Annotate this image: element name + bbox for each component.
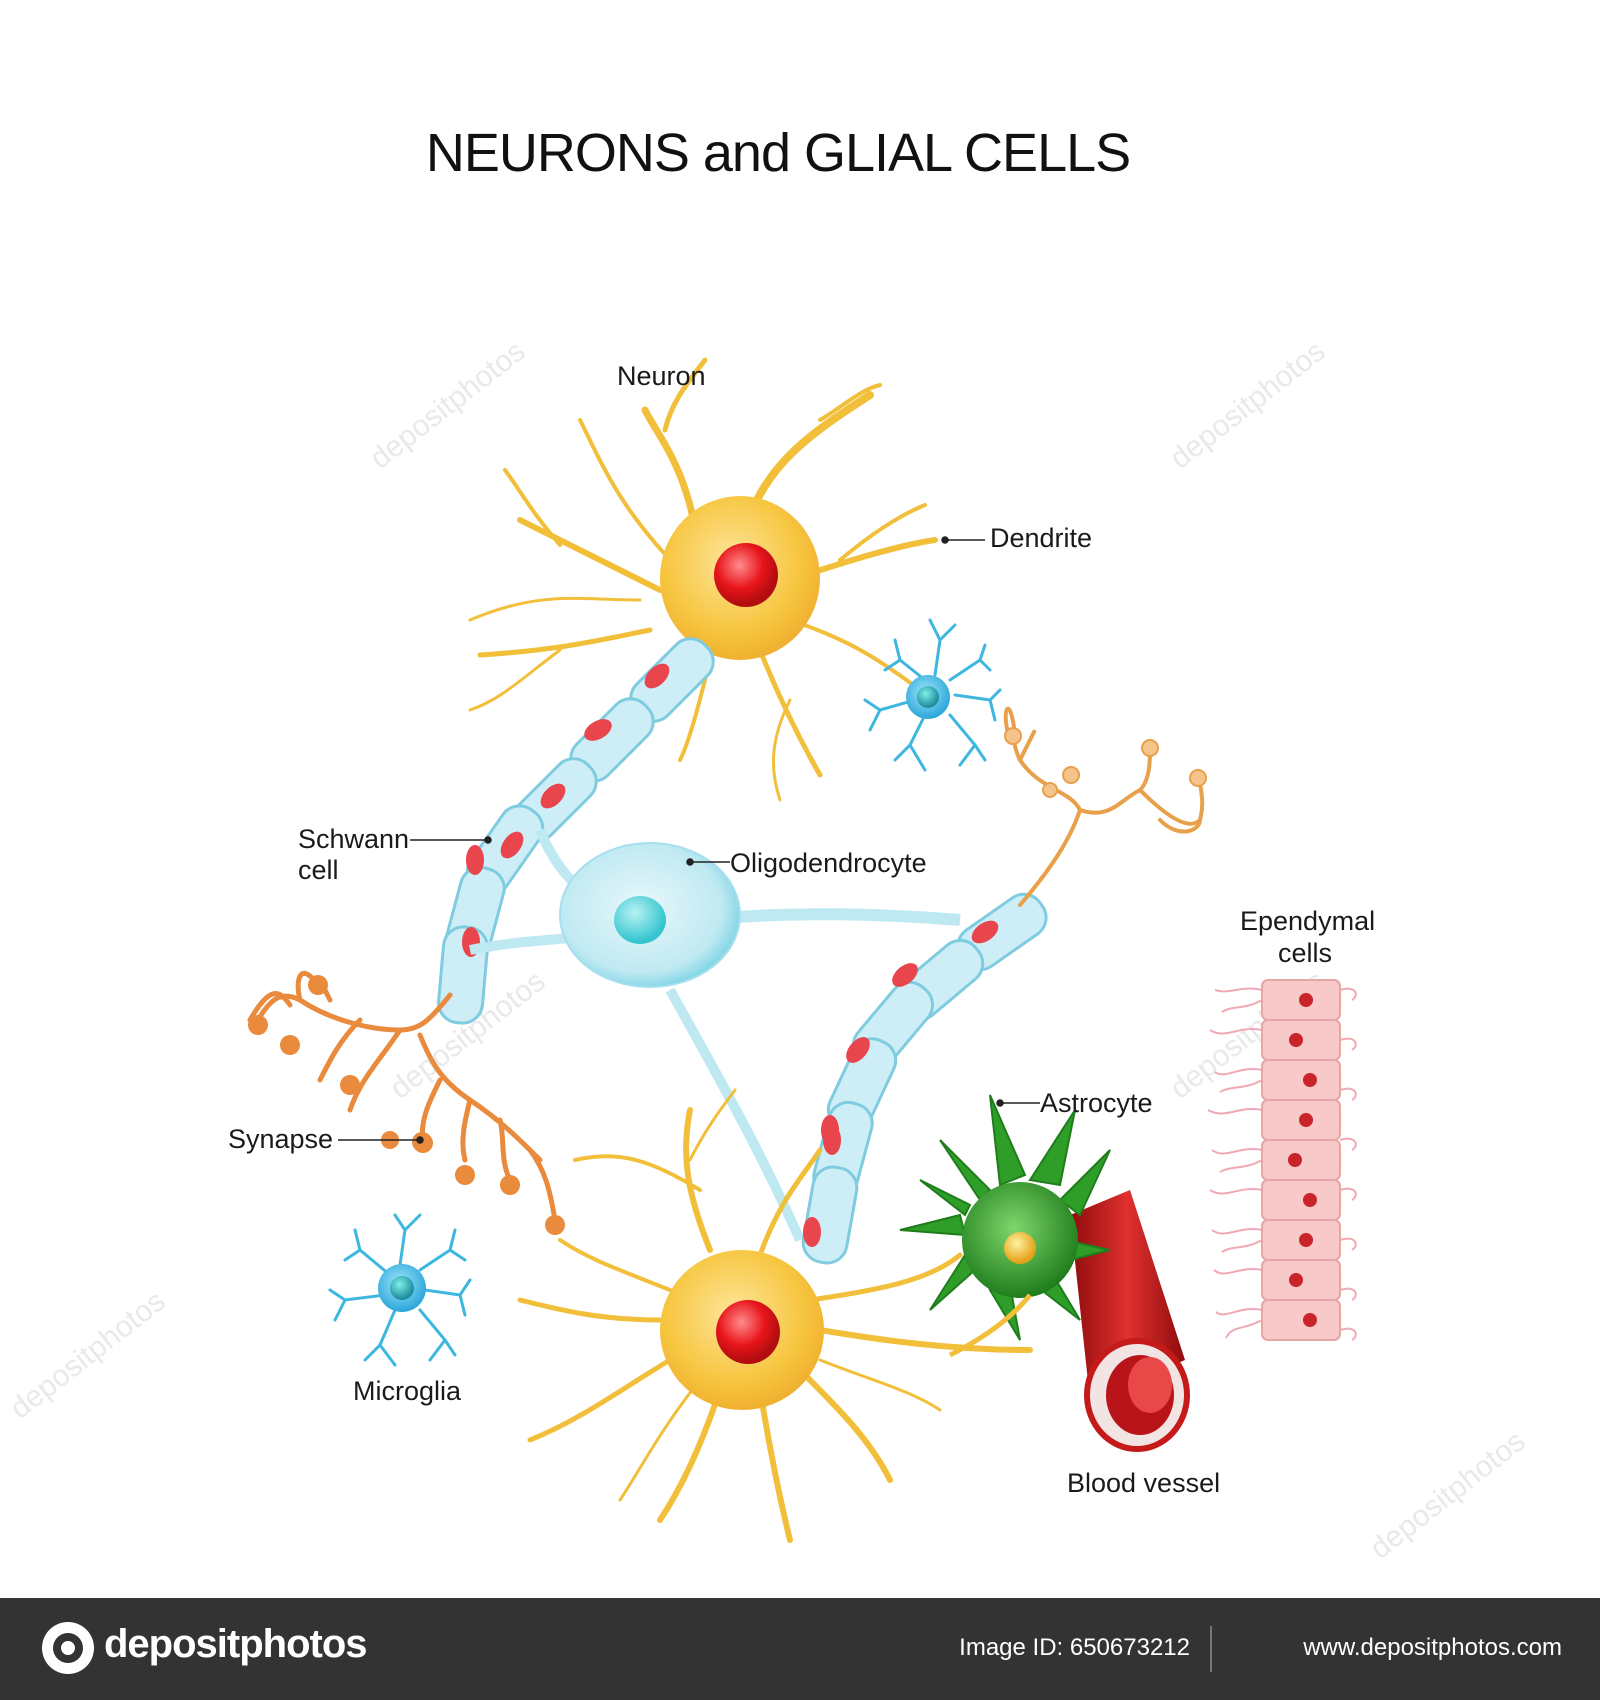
microglia-top: [863, 618, 1002, 772]
footer-site-link[interactable]: www.depositphotos.com: [1303, 1634, 1562, 1661]
axon-terminal-left: [247, 970, 558, 1223]
leader-lines: [338, 536, 1040, 1144]
label-oligodendrocyte: Oligodendrocyte: [730, 848, 927, 878]
terminal-knobs-right: [1004, 727, 1207, 798]
astrocyte-nucleus: [1004, 1232, 1036, 1264]
axon-terminal-right: [1003, 706, 1205, 907]
page-title: NEURONS and GLIAL CELLS: [425, 123, 1131, 183]
label-synapse: Synapse: [228, 1124, 334, 1154]
footer-brand: depositphotos: [104, 1622, 368, 1666]
label-microglia: Microglia: [353, 1376, 462, 1406]
label-ependymal-cells-line1: Ependymal: [1240, 906, 1376, 936]
neuron-bottom-nucleus: [716, 1300, 780, 1364]
neuron-top-nucleus: [714, 543, 778, 607]
astrocyte-endfoot: [948, 1293, 1032, 1358]
depositphotos-logo-icon: [42, 1622, 94, 1674]
diagram-illustration: depositphotos depositphotos depositphoto…: [4, 334, 1532, 1565]
label-dendrite: Dendrite: [990, 523, 1093, 553]
microglia-top-nucleus: [917, 686, 939, 708]
schwann-chain-right: [801, 892, 1048, 1265]
microglia-bottom: [328, 1213, 472, 1367]
schwann-chain-left: [437, 637, 715, 1025]
label-astrocyte: Astrocyte: [1040, 1088, 1153, 1118]
ependymal-cells: [1207, 979, 1357, 1341]
footer-divider: [1210, 1626, 1212, 1672]
svg-text:depositphotos: depositphotos: [1364, 1424, 1532, 1565]
label-schwann-cell-line2: cell: [298, 855, 339, 885]
microglia-bottom-nucleus: [390, 1276, 414, 1300]
label-schwann-cell-line1: Schwann: [298, 824, 410, 854]
neuron-bottom: [517, 1088, 1033, 1543]
label-ependymal-cells-line2: cells: [1278, 938, 1333, 968]
blood-vessel: [1070, 1190, 1190, 1452]
footer-image-id: Image ID: 650673212: [959, 1634, 1190, 1661]
svg-text:depositphotos: depositphotos: [364, 334, 532, 475]
label-neuron: Neuron: [617, 361, 706, 391]
label-blood-vessel: Blood vessel: [1067, 1468, 1221, 1498]
svg-text:depositphotos: depositphotos: [1164, 334, 1332, 475]
footer-bar: depositphotos Image ID: 650673212 www.de…: [0, 1598, 1600, 1700]
svg-text:depositphotos: depositphotos: [4, 1284, 172, 1425]
diagram-canvas: depositphotos depositphotos depositphoto…: [4, 123, 1532, 1566]
